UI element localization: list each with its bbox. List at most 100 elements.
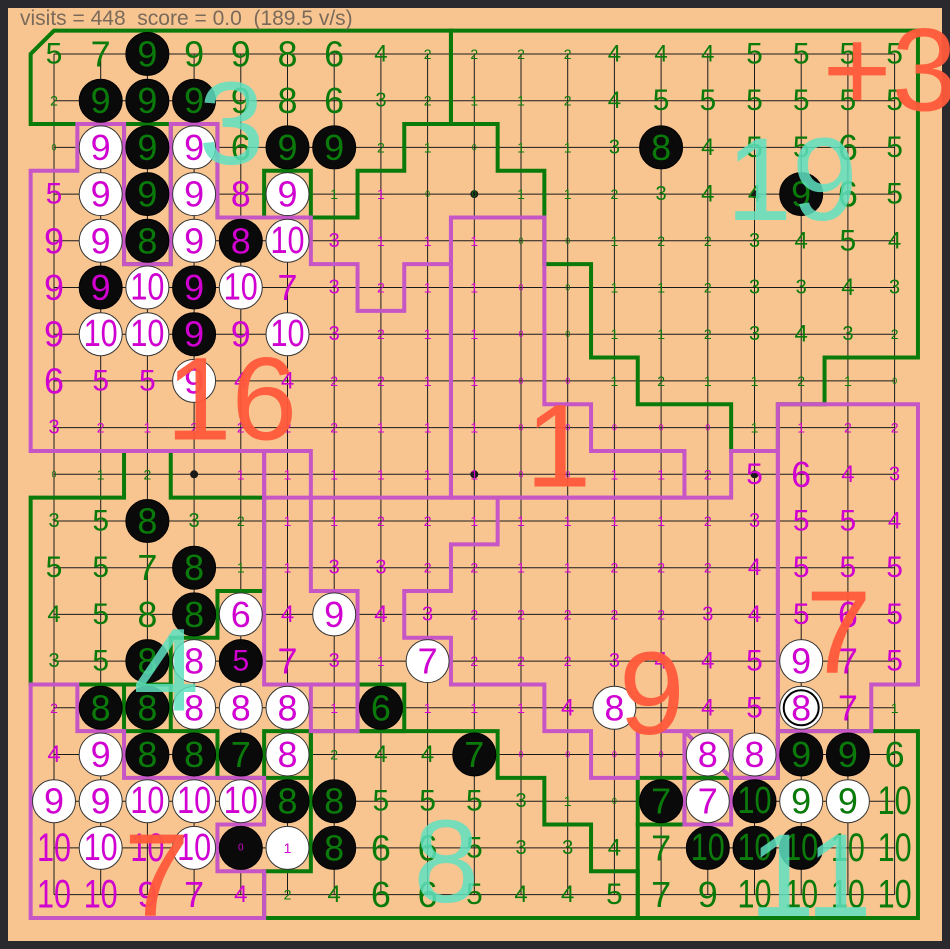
black-stone[interactable] — [125, 172, 170, 217]
white-stone[interactable] — [125, 265, 170, 310]
ownership-value: 0 — [565, 283, 570, 293]
black-stone[interactable] — [172, 78, 217, 123]
white-stone[interactable] — [78, 218, 123, 263]
ownership-value: 7 — [838, 687, 858, 728]
ownership-value: 0 — [518, 236, 523, 246]
black-stone[interactable] — [125, 218, 170, 263]
black-stone[interactable] — [78, 685, 123, 730]
white-stone[interactable] — [732, 732, 777, 777]
black-stone[interactable] — [639, 779, 684, 824]
black-stone[interactable] — [172, 732, 217, 777]
white-stone[interactable] — [78, 125, 123, 170]
ownership-value: 5 — [793, 598, 810, 631]
black-stone[interactable] — [452, 732, 497, 777]
white-stone[interactable] — [172, 218, 217, 263]
white-stone[interactable] — [405, 639, 450, 684]
white-stone[interactable] — [218, 685, 263, 730]
white-stone[interactable] — [172, 639, 217, 684]
black-stone[interactable] — [125, 639, 170, 684]
black-stone[interactable] — [172, 312, 217, 357]
stone-value: 8 — [324, 827, 344, 868]
white-stone[interactable] — [78, 825, 123, 870]
white-stone[interactable] — [125, 779, 170, 824]
black-stone[interactable] — [825, 732, 870, 777]
white-stone[interactable] — [265, 732, 310, 777]
black-stone[interactable] — [172, 545, 217, 590]
white-stone[interactable] — [78, 779, 123, 824]
white-stone[interactable] — [78, 172, 123, 217]
ownership-value: 6 — [231, 127, 251, 168]
black-stone[interactable] — [312, 125, 357, 170]
ownership-value: 1 — [564, 513, 572, 529]
stone-value: 8 — [698, 734, 718, 775]
black-stone[interactable] — [265, 779, 310, 824]
black-stone[interactable] — [125, 685, 170, 730]
black-stone[interactable] — [125, 499, 170, 543]
black-stone[interactable] — [732, 825, 777, 870]
ownership-value: 1 — [470, 93, 478, 109]
white-stone[interactable] — [172, 125, 217, 170]
white-stone[interactable] — [779, 639, 824, 684]
ownership-value: 4 — [888, 508, 901, 535]
stone-value: 7 — [698, 781, 718, 822]
group-score-number: 7 — [806, 567, 872, 699]
black-stone[interactable] — [218, 639, 263, 684]
ownership-value: 0 — [518, 283, 523, 293]
white-stone[interactable] — [32, 779, 76, 824]
white-stone[interactable] — [172, 172, 217, 217]
white-stone[interactable] — [218, 779, 263, 824]
white-stone[interactable] — [172, 779, 217, 824]
black-stone[interactable] — [218, 825, 263, 870]
white-stone[interactable] — [779, 685, 824, 730]
white-stone[interactable] — [685, 779, 730, 824]
white-stone[interactable] — [172, 358, 217, 403]
black-stone[interactable] — [218, 218, 263, 263]
white-stone[interactable] — [218, 265, 263, 310]
black-stone[interactable] — [125, 78, 170, 123]
white-stone[interactable] — [825, 779, 870, 824]
black-stone[interactable] — [685, 825, 730, 870]
black-stone[interactable] — [779, 172, 824, 217]
black-stone[interactable] — [172, 592, 217, 637]
black-stone[interactable] — [358, 685, 403, 730]
black-stone[interactable] — [125, 732, 170, 777]
black-stone[interactable] — [125, 32, 170, 76]
black-stone[interactable] — [265, 125, 310, 170]
black-stone[interactable] — [779, 732, 824, 777]
white-stone[interactable] — [779, 779, 824, 824]
ownership-value: 2 — [424, 513, 432, 529]
white-stone[interactable] — [265, 825, 310, 870]
black-stone[interactable] — [172, 265, 217, 310]
ownership-value: 10 — [878, 779, 912, 823]
black-stone[interactable] — [312, 825, 357, 870]
white-stone[interactable] — [312, 592, 357, 637]
black-stone[interactable] — [78, 265, 123, 310]
stone-value: 1 — [284, 840, 292, 856]
black-stone[interactable] — [732, 779, 777, 824]
white-stone[interactable] — [685, 732, 730, 777]
group-score-number: 19 — [726, 114, 857, 246]
white-stone[interactable] — [78, 312, 123, 357]
white-stone[interactable] — [125, 312, 170, 357]
white-stone[interactable] — [172, 825, 217, 870]
white-stone[interactable] — [265, 685, 310, 730]
black-stone[interactable] — [312, 779, 357, 824]
white-stone[interactable] — [172, 685, 217, 730]
white-stone[interactable] — [592, 685, 637, 730]
white-stone[interactable] — [78, 732, 123, 777]
group-score-number: +3 — [823, 4, 950, 136]
ownership-value: 1 — [330, 186, 338, 202]
black-stone[interactable] — [78, 78, 123, 123]
black-stone[interactable] — [125, 125, 170, 170]
white-stone[interactable] — [265, 218, 310, 263]
white-stone[interactable] — [265, 172, 310, 217]
black-stone[interactable] — [779, 825, 824, 870]
ownership-value: 4 — [374, 741, 387, 768]
ownership-value: 10 — [84, 873, 118, 917]
white-stone[interactable] — [218, 592, 263, 637]
black-stone[interactable] — [218, 732, 263, 777]
group-score-number: 1 — [526, 380, 592, 512]
white-stone[interactable] — [265, 312, 310, 357]
black-stone[interactable] — [639, 125, 684, 170]
